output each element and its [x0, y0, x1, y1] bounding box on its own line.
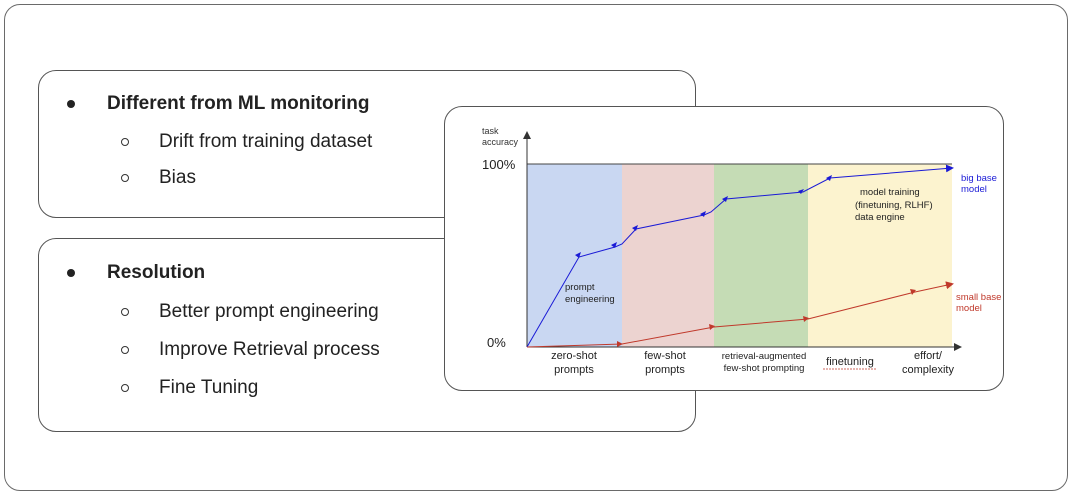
annotation-prompt-1: prompt [565, 282, 595, 293]
bullet-prompt-engineering: Better prompt engineering [121, 301, 379, 323]
annotation-training-3: data engine [855, 212, 905, 223]
annotation-training-2: (finetuning, RLHF) [855, 200, 933, 211]
stage-label-zero-shot-2: prompts [554, 364, 594, 376]
bullet-ring-icon [121, 346, 129, 354]
big-model-arrowhead [944, 164, 954, 173]
bullet-ring-icon [121, 308, 129, 316]
small-model-label-1: small base [956, 292, 1001, 303]
prompt-engineering-item: Better prompt engineering [159, 301, 379, 322]
stage-label-finetuning: finetuning [826, 356, 874, 368]
bullet-monitoring-heading: Different from ML monitoring [67, 93, 370, 115]
retrieval-item: Improve Retrieval process [159, 339, 380, 360]
bullet-fine-tuning: Fine Tuning [121, 377, 259, 399]
annotation-prompt-2: engineering [565, 294, 615, 305]
resolution-heading: Resolution [107, 262, 206, 283]
monitoring-heading: Different from ML monitoring [107, 93, 370, 114]
stage-label-zero-shot-1: zero-shot [551, 350, 597, 362]
big-model-label-2: model [961, 184, 987, 195]
stage-band-few-shot [622, 164, 714, 347]
monitoring-card: Different from ML monitoring Drift from … [38, 70, 696, 218]
x-end-label-1: effort/ [914, 350, 943, 362]
bullet-dot-icon [67, 269, 75, 277]
stage-band-finetuning [808, 164, 952, 347]
x-end-label-2: complexity [902, 364, 954, 376]
y-tick-100: 100% [482, 157, 516, 172]
bullet-ring-icon [121, 174, 129, 182]
small-model-points [617, 289, 916, 347]
effort-accuracy-diagram: task accuracy 100% 0% zero-shot prompts … [444, 106, 1004, 391]
bullet-bias: Bias [121, 167, 196, 189]
y-axis-label-line2: accuracy [482, 137, 519, 147]
fine-tuning-item: Fine Tuning [159, 377, 259, 398]
bullet-ring-icon [121, 138, 129, 146]
stage-label-few-shot-1: few-shot [644, 350, 686, 362]
big-model-points [575, 175, 832, 258]
small-model-arrowhead [944, 281, 954, 290]
y-tick-0: 0% [487, 335, 506, 350]
annotation-training-1: model training [860, 187, 920, 198]
big-model-label-1: big base [961, 173, 997, 184]
y-axis-label-line1: task [482, 126, 499, 136]
small-model-label-2: model [956, 303, 982, 314]
stage-label-retrieval-1: retrieval-augmented [722, 351, 807, 362]
bullet-retrieval: Improve Retrieval process [121, 339, 380, 361]
diagram-svg: task accuracy 100% 0% zero-shot prompts … [482, 126, 1001, 376]
bias-item: Bias [159, 167, 196, 188]
small-model-curve [526, 283, 953, 348]
stage-band-zero-shot [527, 164, 622, 347]
bullet-ring-icon [121, 384, 129, 392]
drift-item: Drift from training dataset [159, 131, 373, 152]
stage-label-retrieval-2: few-shot prompting [724, 363, 805, 374]
stage-label-few-shot-2: prompts [645, 364, 685, 376]
stage-band-retrieval [714, 164, 808, 347]
bullet-resolution-heading: Resolution [67, 262, 206, 284]
bullet-dot-icon [67, 100, 75, 108]
bullet-drift: Drift from training dataset [121, 131, 373, 153]
